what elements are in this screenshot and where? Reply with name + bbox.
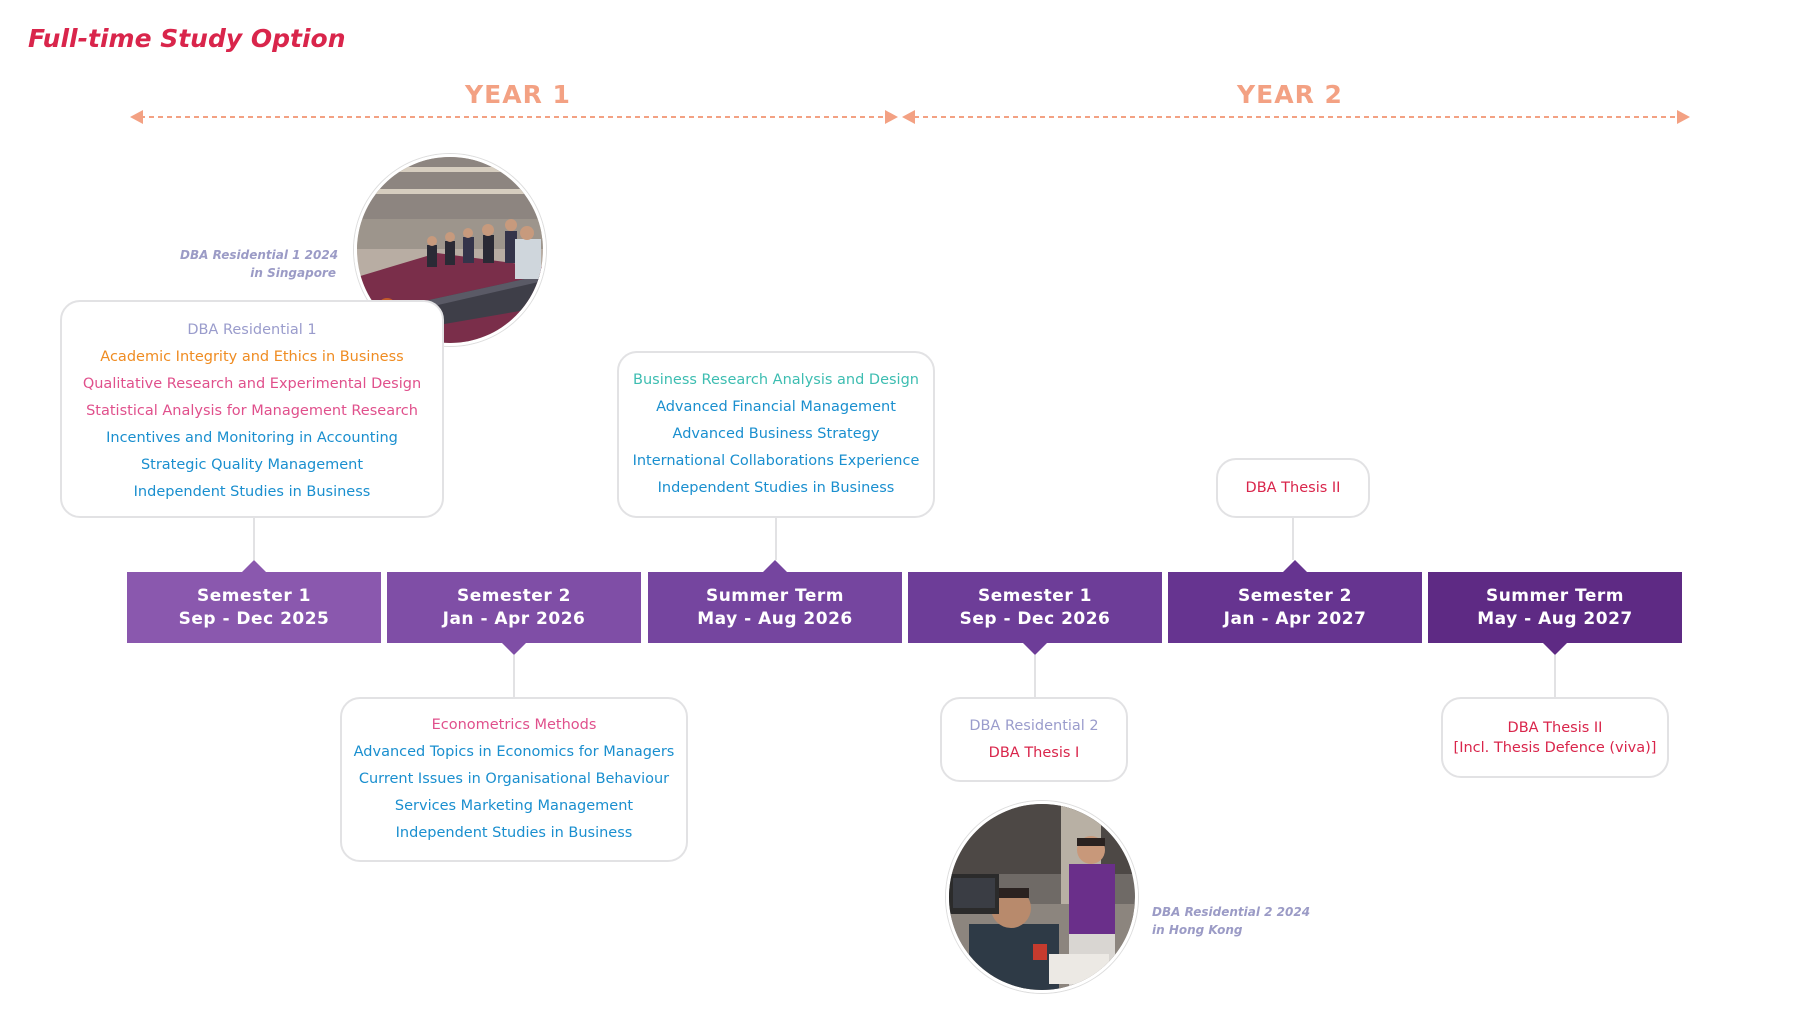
course-line: DBA Residential 1 (187, 321, 317, 338)
residential-2-caption: DBA Residential 2 2024 in Hong Kong (1152, 903, 1352, 939)
notch-up (763, 560, 787, 572)
course-line: Services Marketing Management (394, 798, 634, 814)
semester-2-year-2-block: Semester 2 Jan - Apr 2027 (1168, 560, 1422, 643)
residential-2-caption-line2: in Hong Kong (1152, 923, 1243, 937)
semester-dates: Sep - Dec 2025 (178, 608, 330, 629)
course-line: Business Research Analysis and Design (633, 372, 919, 388)
semester-dates: May - Aug 2026 (697, 608, 853, 629)
residential-1-caption: DBA Residential 1 2024 in Singapore (180, 246, 339, 282)
residential-1-caption-line2: in Singapore (250, 266, 336, 280)
notch-up (242, 560, 266, 572)
semester-name: Semester 1 (978, 585, 1092, 606)
semester-name: Semester 1 (197, 585, 311, 606)
semester-dates: May - Aug 2027 (1477, 608, 1633, 629)
notch-down (502, 643, 526, 655)
course-line: International Collaborations Experience (632, 453, 920, 469)
course-line: DBA Residential 2 (969, 717, 1099, 734)
residential-1-caption-line1: DBA Residential 1 2024 (180, 248, 339, 262)
semester-1-year-2-block: Semester 1 Sep - Dec 2026 (908, 572, 1162, 655)
course-line: Strategic Quality Management (140, 456, 364, 473)
notch-down (1543, 643, 1567, 655)
semester-dates: Jan - Apr 2026 (442, 608, 586, 629)
course-line: [Incl. Thesis Defence (viva)] (1453, 739, 1657, 756)
course-box-semester-1-year-1: DBA Residential 1 Academic Integrity and … (60, 300, 444, 518)
year-2-right-arrowhead (1677, 110, 1690, 124)
residential-2-caption-line1: DBA Residential 2 2024 (1152, 905, 1311, 919)
course-line: Statistical Analysis for Management Rese… (86, 402, 418, 419)
course-line: Independent Studies in Business (133, 483, 371, 500)
semester-name: Semester 2 (457, 585, 571, 606)
semester-1-year-1-block: Semester 1 Sep - Dec 2025 (127, 560, 381, 643)
course-line: Qualitative Research and Experimental De… (82, 375, 422, 392)
semester-dates: Jan - Apr 2027 (1223, 608, 1367, 629)
connector-line (513, 655, 515, 697)
connector-line (1554, 655, 1556, 697)
summer-term-year-2-block: Summer Term May - Aug 2027 (1428, 572, 1682, 655)
course-line: Independent Studies in Business (657, 480, 895, 496)
summer-term-year-1-block: Summer Term May - Aug 2026 (648, 560, 902, 643)
year-1-left-arrowhead (130, 110, 143, 124)
course-box-summer-term-year-2: DBA Thesis II [Incl. Thesis Defence (viva… (1441, 697, 1669, 778)
course-line: DBA Thesis II (1245, 479, 1341, 496)
connector-line (1034, 655, 1036, 697)
semester-dates: Sep - Dec 2026 (959, 608, 1111, 629)
semester-2-year-1-block: Semester 2 Jan - Apr 2026 (387, 572, 641, 655)
course-box-semester-2-year-2: DBA Thesis II (1216, 458, 1370, 518)
year-2-left-arrowhead (902, 110, 915, 124)
semester-name: Semester 2 (1238, 585, 1352, 606)
course-line: DBA Thesis II (1507, 719, 1603, 736)
course-line: Independent Studies in Business (395, 825, 633, 841)
year-1-right-arrowhead (885, 110, 898, 124)
semester-name: Summer Term (705, 585, 845, 606)
course-line: Econometrics Methods (431, 717, 597, 733)
course-line: Advanced Financial Management (656, 399, 896, 415)
connector-line (1292, 518, 1294, 560)
semester-name: Summer Term (1485, 585, 1625, 606)
page-title: Full-time Study Option (28, 24, 346, 53)
connector-line (253, 518, 255, 560)
notch-up (1283, 560, 1307, 572)
course-line: Advanced Topics in Economics for Manager… (353, 744, 675, 760)
residential-2-photo (946, 801, 1138, 993)
year-2-label: YEAR 2 (1237, 80, 1343, 109)
year-1-label: YEAR 1 (465, 80, 571, 109)
course-line: Current Issues in Organisational Behavio… (358, 771, 670, 787)
course-box-semester-1-year-2: DBA Residential 2 DBA Thesis I (940, 697, 1128, 782)
course-line: Advanced Business Strategy (672, 426, 880, 442)
course-line: Incentives and Monitoring in Accounting (106, 429, 398, 446)
connector-line (775, 518, 777, 560)
course-line: DBA Thesis I (988, 744, 1080, 761)
notch-down (1023, 643, 1047, 655)
course-line: Academic Integrity and Ethics in Busines… (100, 348, 404, 365)
